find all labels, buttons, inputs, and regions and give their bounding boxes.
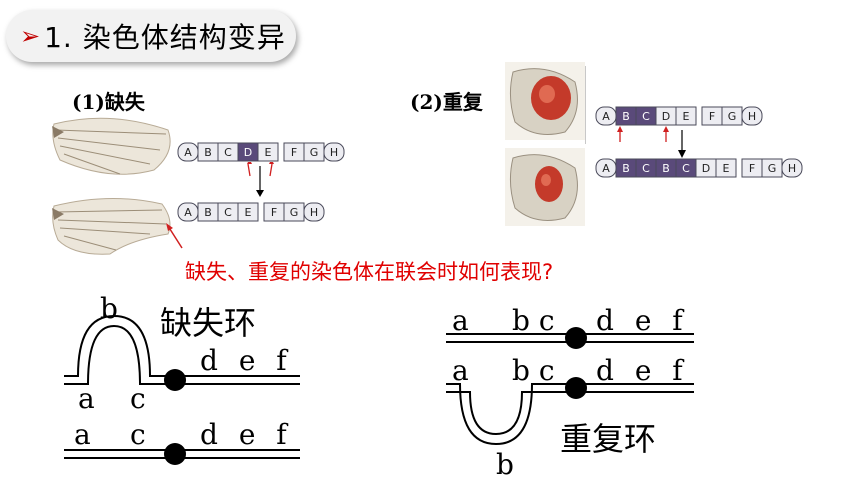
gene-label-g: G — [768, 162, 777, 175]
letter-a-bottom: a — [74, 418, 91, 451]
gene-label-f: F — [709, 110, 715, 123]
gene-label-f: F — [291, 146, 297, 159]
gene-label-d: D — [662, 110, 670, 123]
mutant-wing-image — [52, 197, 171, 255]
gene-band-e — [237, 202, 259, 222]
letters-def-bottom: d e f — [200, 418, 293, 451]
letter-a-top: a — [452, 304, 469, 337]
gene-label-a: A — [184, 206, 192, 219]
letters-bc-top: b c — [512, 304, 555, 337]
gene-band-h — [323, 142, 345, 162]
loop-letter-b: b — [100, 292, 118, 325]
letters-def-bottom: d e f — [596, 354, 689, 387]
gene-label-f: F — [749, 162, 755, 175]
gene-label-c: C — [224, 146, 232, 159]
letter-a-bottom: a — [452, 354, 469, 387]
deletion-arrows — [247, 162, 274, 197]
gene-label-e: E — [265, 146, 272, 159]
gene-label-h: H — [310, 206, 318, 219]
gene-label-b: B — [662, 162, 670, 175]
letter-c-bottom: c — [130, 418, 146, 451]
bullet-arrow-icon: ➢ — [20, 22, 41, 50]
gene-band-h — [303, 202, 325, 222]
gene-band-h — [781, 158, 803, 178]
duplication-loop-diagram: a b c d e f a b c d e f b — [446, 304, 694, 480]
letter-a-top: a — [78, 382, 95, 415]
image-divider — [585, 66, 586, 144]
gene-band-h — [741, 106, 763, 126]
slide-title: 1. 染色体结构变异 — [44, 21, 286, 54]
gene-label-f: F — [271, 206, 277, 219]
duplication-arrows — [617, 126, 686, 158]
gene-label-a: A — [602, 162, 610, 175]
gene-label-h: H — [330, 146, 338, 159]
gene-band-e — [675, 106, 697, 126]
gene-label-d: D — [244, 146, 252, 159]
gene-label-g: G — [728, 110, 737, 123]
gene-label-h: H — [748, 110, 756, 123]
gene-label-h: H — [788, 162, 796, 175]
gene-label-d: D — [702, 162, 710, 175]
letters-bc-bottom: b c — [512, 354, 555, 387]
letters-def-top: d e f — [596, 304, 689, 337]
gene-label-a: A — [184, 146, 192, 159]
gene-label-g: G — [310, 146, 319, 159]
gene-label-a: A — [602, 110, 610, 123]
duplication-loop-label: 重复环 — [560, 420, 657, 458]
gene-label-g: G — [290, 206, 299, 219]
gene-label-e: E — [683, 110, 690, 123]
gene-band-e — [257, 142, 279, 162]
gene-label-e: E — [245, 206, 252, 219]
gene-label-c: C — [642, 110, 650, 123]
deletion-loop-diagram: b a c d e f a c d e f — [64, 292, 300, 465]
normal-wing-image — [52, 117, 171, 175]
gene-label-b: B — [622, 110, 630, 123]
wing-notch-pointer-icon — [166, 223, 183, 249]
gene-label-b: B — [204, 146, 212, 159]
deletion-loop-label: 缺失环 — [160, 304, 257, 342]
gene-label-b: B — [622, 162, 630, 175]
letters-def-top: d e f — [200, 344, 293, 377]
gene-label-e: E — [723, 162, 730, 175]
letter-c-top: c — [130, 382, 146, 415]
normal-fly-head-image — [505, 62, 585, 140]
gene-band-e — [715, 158, 737, 178]
gene-label-c: C — [682, 162, 690, 175]
gene-label-b: B — [204, 206, 212, 219]
mutant-fly-head-image — [505, 148, 585, 226]
gene-label-c: C — [224, 206, 232, 219]
title-banner: ➢ 1. 染色体结构变异 — [6, 10, 296, 62]
deletion-label: (1)缺失 — [72, 90, 145, 114]
duplication-label: (2)重复 — [410, 90, 483, 114]
gene-label-c: C — [642, 162, 650, 175]
loop-letter-b: b — [496, 448, 514, 480]
synapsis-question: 缺失、重复的染色体在联会时如何表现? — [185, 260, 554, 284]
